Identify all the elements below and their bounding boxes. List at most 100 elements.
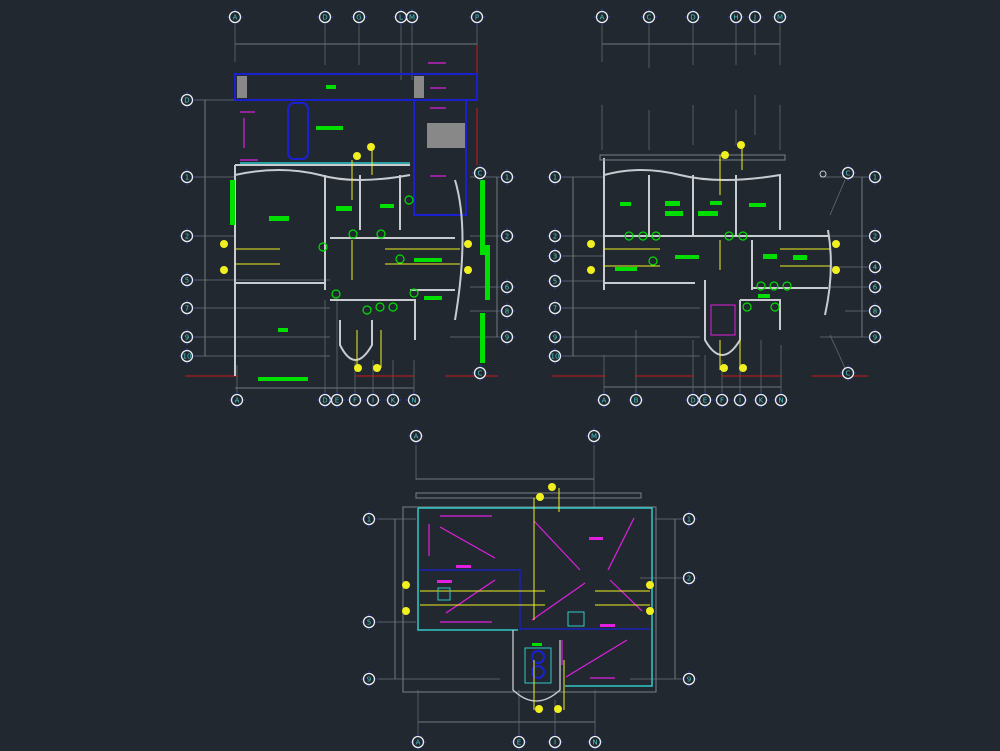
grid-axis-label: 8: [873, 308, 877, 316]
grid-axis-label: I: [554, 739, 556, 747]
grid-axis-label: 2: [553, 233, 557, 241]
grid-axis-bubble-right: 8: [867, 303, 883, 319]
grid-axis-label: 1: [367, 516, 371, 524]
grid-axis-label: L: [399, 14, 403, 22]
grid-axis-bubble-left: 7: [179, 300, 195, 316]
grid-axis-label: E: [703, 397, 707, 405]
grid-axis-bubble-left: 9: [361, 671, 377, 687]
grid-axis-label: F: [353, 397, 357, 405]
grid-axis-label: C: [478, 370, 483, 378]
grid-axis-bubble-bottom: E: [511, 734, 527, 750]
grid-axis-label: 1: [687, 516, 691, 524]
grid-axis-label: D: [322, 14, 327, 22]
grid-axis-bubble-bottom: E: [697, 392, 713, 408]
grid-axis-label: 9: [185, 334, 189, 342]
grid-axis-bubble-bottom: F: [347, 392, 363, 408]
grid-axis-bubble-top: J: [747, 9, 763, 25]
grid-axis-label: N: [411, 397, 416, 405]
grid-axis-bubble-bottom: N: [773, 392, 789, 408]
grid-axis-label: 7: [185, 305, 189, 313]
grid-axis-label: 9: [553, 334, 557, 342]
grid-axis-bubble-left: 9: [547, 329, 563, 345]
first-floor-plan: [552, 25, 868, 392]
grid-axis-label: 2: [687, 575, 691, 583]
grid-axis-bubble-right: C: [472, 365, 488, 381]
grid-axis-label: A: [235, 397, 240, 405]
grid-axis-label: E: [517, 739, 521, 747]
grid-axis-bubble-bottom: K: [753, 392, 769, 408]
grid-axis-bubble-top: A: [594, 9, 610, 25]
grid-axis-bubble-left: 9: [179, 329, 195, 345]
grid-axis-bubble-left: 5: [547, 273, 563, 289]
grid-axis-bubble-top: P: [469, 9, 485, 25]
grid-axis-label: 10: [551, 353, 560, 361]
grid-axis-bubble-top: A: [408, 428, 424, 444]
grid-axis-bubble-left: 1: [179, 169, 195, 185]
grid-axis-label: 6: [873, 284, 878, 292]
grid-axis-bubble-bottom: I: [365, 392, 381, 408]
grid-axis-label: J: [753, 14, 756, 22]
ground-floor-plan: [185, 25, 500, 393]
grid-axis-label: H: [733, 14, 738, 22]
grid-axis-bubble-left: 2: [179, 228, 195, 244]
grid-axis-label: 4: [873, 264, 878, 272]
grid-axis-bubble-top: D: [685, 9, 701, 25]
grid-axis-bubble-right: 2: [499, 228, 515, 244]
grid-axis-label: N: [778, 397, 783, 405]
grid-axis-bubble-bottom: I: [547, 734, 563, 750]
grid-axis-bubble-top: D: [317, 9, 333, 25]
grid-axis-label: K: [759, 397, 764, 405]
grid-axis-bubble-right: 1: [867, 169, 883, 185]
grid-axis-bubble-left: 10: [179, 348, 195, 364]
grid-axis-bubble-bottom: E: [329, 392, 345, 408]
grid-axis-bubble-left: 7: [547, 300, 563, 316]
grid-axis-bubble-top: A: [227, 9, 243, 25]
grid-axis-bubble-bottom: A: [410, 734, 426, 750]
grid-axis-label: G: [356, 14, 361, 22]
grid-axis-label: 10: [183, 353, 192, 361]
grid-axis-bubble-left: D: [179, 92, 195, 108]
grid-axis-label: I: [372, 397, 374, 405]
grid-axis-label: 1: [553, 174, 557, 182]
grid-axis-bubble-right: 4: [867, 259, 883, 275]
grid-axis-label: D: [690, 397, 695, 405]
grid-axis-label: C: [647, 14, 652, 22]
grid-axis-bubble-right: 6: [499, 279, 515, 295]
grid-axis-bubble-right: 1: [499, 169, 515, 185]
grid-axis-label: D: [322, 397, 327, 405]
grid-axis-label: A: [414, 433, 419, 441]
grid-axis-bubble-bottom: A: [596, 392, 612, 408]
grid-axis-label: 6: [505, 284, 510, 292]
grid-axis-label: C: [846, 370, 851, 378]
grid-axis-label: 2: [505, 233, 509, 241]
grid-axis-label: 7: [553, 305, 557, 313]
grid-axis-bubble-right: 1: [681, 511, 697, 527]
grid-axis-bubble-right: C: [472, 165, 488, 181]
grid-axis-bubble-left: 5: [361, 614, 377, 630]
grid-axis-label: E: [335, 397, 339, 405]
car-icon: [287, 102, 309, 160]
grid-axis-label: 9: [505, 334, 509, 342]
grid-axis-bubble-left: 10: [547, 348, 563, 364]
grid-axis-label: A: [416, 739, 421, 747]
grid-axis-bubble-left: 3: [547, 248, 563, 264]
grid-axis-label: 8: [505, 308, 509, 316]
grid-axis-bubble-right: 6: [867, 279, 883, 295]
grid-axis-label: 2: [873, 233, 877, 241]
grid-axis-label: 5: [553, 278, 557, 286]
grid-axis-bubble-left: 1: [361, 511, 377, 527]
grid-axis-bubble-top: G: [351, 9, 367, 25]
grid-axis-label: N: [592, 739, 597, 747]
grid-axis-label: C: [846, 170, 851, 178]
grid-axis-bubble-top: M: [404, 9, 420, 25]
grid-axis-bubble-bottom: F: [714, 392, 730, 408]
grid-axis-label: B: [634, 397, 639, 405]
grid-axis-label: A: [600, 14, 605, 22]
grid-axis-bubble-right: 2: [681, 570, 697, 586]
grid-axis-bubble-top: M: [586, 428, 602, 444]
grid-axis-bubble-right: 9: [681, 671, 697, 687]
grid-axis-label: 5: [185, 277, 189, 285]
